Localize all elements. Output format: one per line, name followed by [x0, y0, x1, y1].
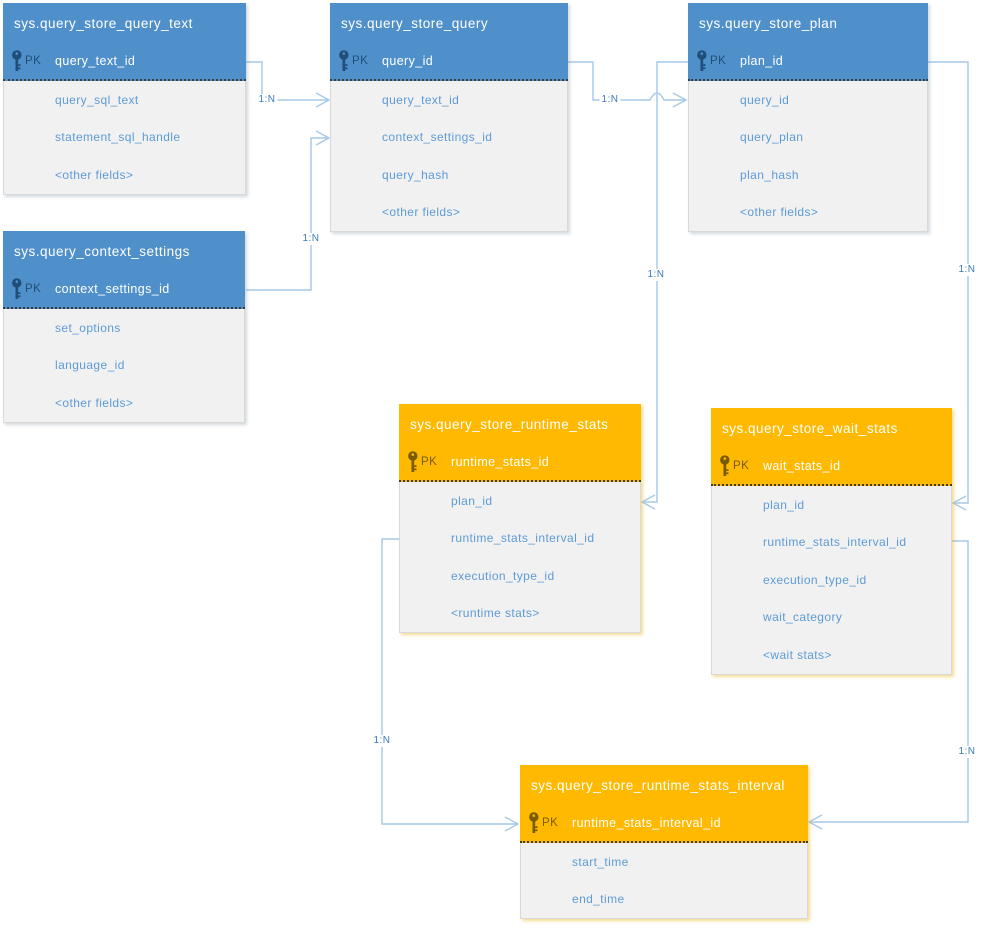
field-row: start_time: [572, 854, 629, 869]
table-title: sys.query_store_wait_stats: [711, 408, 952, 448]
field-list: plan_id runtime_stats_interval_id execut…: [399, 482, 641, 633]
pk-tag: PK: [421, 456, 438, 468]
pk-tag: PK: [542, 817, 559, 829]
entity-query-store-plan: sys.query_store_plan PK plan_id query_id…: [688, 3, 928, 232]
primary-key-icon: [720, 455, 730, 476]
connector-query-to-plan: [568, 61, 685, 101]
field-row: language_id: [55, 358, 125, 373]
connector-plan-to-runtimestats: [644, 61, 688, 503]
arrowhead-icon: [315, 92, 331, 108]
field-row: runtime_stats_interval_id: [763, 535, 907, 550]
entity-query-store-runtime-stats-interval: sys.query_store_runtime_stats_interval P…: [520, 765, 808, 919]
entity-query-store-query-text: sys.query_store_query_text PK query_text…: [3, 3, 246, 195]
field-row: <other fields>: [382, 205, 461, 220]
pk-field: query_id: [382, 54, 434, 68]
pk-row: PK query_text_id: [3, 43, 246, 81]
pk-field: runtime_stats_interval_id: [572, 816, 721, 830]
cardinality-label: 1:N: [256, 94, 278, 106]
field-row: end_time: [572, 892, 625, 907]
entity-query-store-runtime-stats: sys.query_store_runtime_stats PK runtime…: [399, 404, 641, 633]
pk-tag: PK: [733, 460, 750, 472]
field-row: <other fields>: [55, 395, 134, 410]
connector-plan-to-waitstats: [928, 61, 969, 504]
arrowhead-icon: [315, 130, 331, 146]
cardinality-label: 1:N: [956, 746, 978, 758]
pk-tag: PK: [25, 55, 42, 67]
field-row: query_id: [740, 92, 790, 107]
field-row: plan_hash: [740, 167, 799, 182]
pk-field: runtime_stats_id: [451, 455, 550, 469]
pk-field: plan_id: [740, 54, 784, 68]
field-row: query_hash: [382, 167, 449, 182]
field-row: <runtime stats>: [451, 606, 540, 621]
field-row: query_sql_text: [55, 92, 139, 107]
primary-key-icon: [339, 50, 349, 71]
pk-row: PK runtime_stats_id: [399, 444, 641, 482]
arrowhead-icon: [951, 495, 967, 511]
pk-tag: PK: [710, 55, 727, 67]
table-title: sys.query_store_runtime_stats: [399, 404, 641, 444]
cardinality-label: 1:N: [300, 233, 322, 245]
primary-key-icon: [408, 451, 418, 472]
primary-key-icon: [697, 50, 707, 71]
field-row: statement_sql_handle: [55, 130, 181, 145]
arrowhead-icon: [640, 494, 656, 510]
field-row: context_settings_id: [382, 130, 493, 145]
pk-tag: PK: [25, 283, 42, 295]
table-title: sys.query_store_runtime_stats_interval: [520, 765, 808, 805]
field-row: set_options: [55, 320, 121, 335]
cardinality-label: 1:N: [645, 269, 667, 281]
field-row: plan_id: [763, 497, 805, 512]
entity-query-context-settings: sys.query_context_settings PK context_se…: [3, 231, 245, 423]
primary-key-icon: [12, 50, 22, 71]
connector-querytext-to-query: [246, 61, 328, 101]
field-row: runtime_stats_interval_id: [451, 531, 595, 546]
table-title: sys.query_context_settings: [3, 231, 245, 271]
arrowhead-icon: [672, 92, 688, 108]
field-row: <wait stats>: [763, 647, 832, 662]
field-row: <other fields>: [55, 167, 134, 182]
cardinality-label: 1:N: [599, 94, 621, 106]
arrowhead-icon: [504, 816, 520, 832]
table-title: sys.query_store_plan: [688, 3, 928, 43]
field-row: query_plan: [740, 130, 804, 145]
field-list: plan_id runtime_stats_interval_id execut…: [711, 486, 952, 675]
pk-field: query_text_id: [55, 54, 136, 68]
field-list: query_text_id context_settings_id query_…: [330, 81, 568, 232]
field-list: set_options language_id <other fields>: [3, 309, 245, 423]
field-row: <other fields>: [740, 205, 819, 220]
pk-field: wait_stats_id: [763, 459, 841, 473]
pk-tag: PK: [352, 55, 369, 67]
cardinality-label: 1:N: [956, 264, 978, 276]
field-list: query_sql_text statement_sql_handle <oth…: [3, 81, 246, 195]
cardinality-label: 1:N: [371, 735, 393, 747]
connector-runtimestats-to-interval: [381, 538, 517, 825]
field-row: execution_type_id: [451, 568, 555, 583]
field-row: wait_category: [763, 610, 843, 625]
field-list: query_id query_plan plan_hash <other fie…: [688, 81, 928, 232]
field-row: query_text_id: [382, 92, 460, 107]
field-list: start_time end_time: [520, 843, 808, 919]
table-title: sys.query_store_query: [330, 3, 568, 43]
primary-key-icon: [529, 812, 539, 833]
entity-query-store-query: sys.query_store_query PK query_id query_…: [330, 3, 568, 232]
pk-row: PK query_id: [330, 43, 568, 81]
pk-row: PK plan_id: [688, 43, 928, 81]
table-title: sys.query_store_query_text: [3, 3, 246, 43]
entity-query-store-wait-stats: sys.query_store_wait_stats PK wait_stats…: [711, 408, 952, 675]
field-row: plan_id: [451, 493, 493, 508]
arrowhead-icon: [807, 814, 823, 830]
pk-row: PK wait_stats_id: [711, 448, 952, 486]
pk-row: PK runtime_stats_interval_id: [520, 805, 808, 843]
connector-contextsettings-to-query: [246, 137, 328, 291]
pk-row: PK context_settings_id: [3, 271, 245, 309]
field-row: execution_type_id: [763, 572, 867, 587]
pk-field: context_settings_id: [55, 282, 170, 296]
primary-key-icon: [12, 278, 22, 299]
connector-waitstats-to-interval: [811, 540, 969, 823]
